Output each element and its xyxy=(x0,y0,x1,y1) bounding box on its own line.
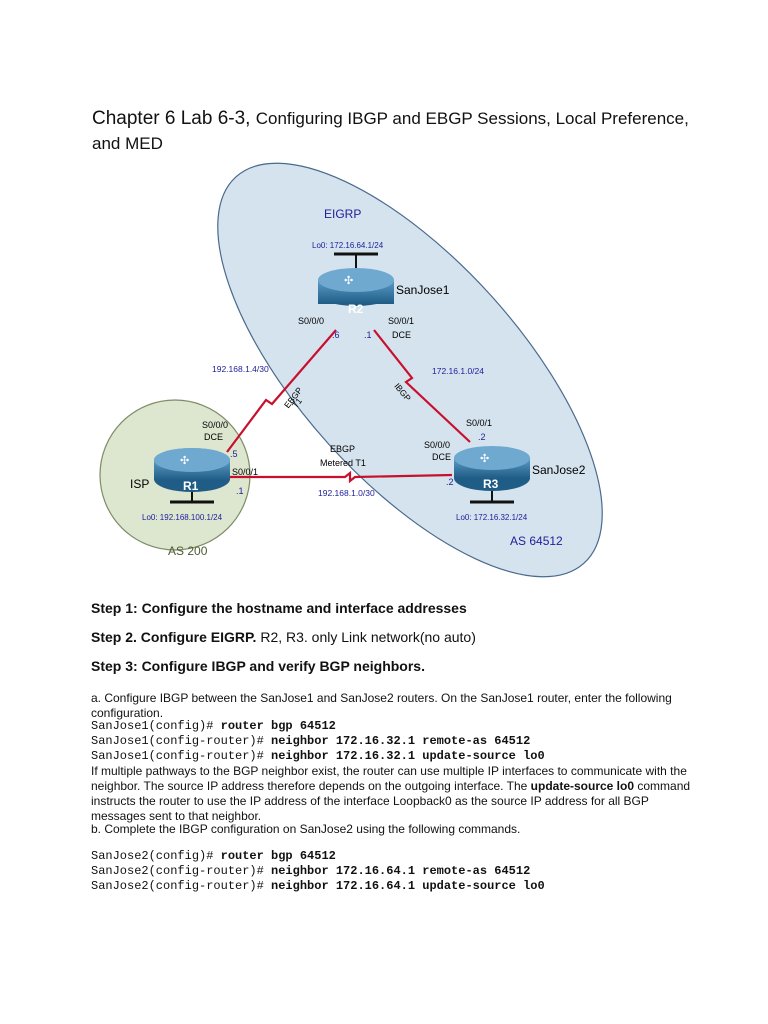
chapter-label: Chapter 6 Lab 6-3, xyxy=(92,108,256,129)
eigrp-label: EIGRP xyxy=(324,207,361,221)
code-line: SanJose1(config-router)# neighbor 172.16… xyxy=(91,749,545,763)
r2-dce: DCE xyxy=(392,330,411,340)
step-3-heading: Step 3: Configure IBGP and verify BGP ne… xyxy=(91,658,425,674)
r2-ip6: .6 xyxy=(332,330,340,340)
router-r3[interactable]: ✣ R3 xyxy=(454,446,530,491)
r2-ip1: .1 xyxy=(364,330,372,340)
link-r1-r2 xyxy=(226,329,337,453)
step-2-heading: Step 2. Configure EIGRP. R2, R3. only Li… xyxy=(91,629,476,645)
r3-dce: DCE xyxy=(432,452,451,462)
step-2-bold: Step 2. Configure EIGRP. xyxy=(91,629,257,645)
explanation-paragraph: If multiple pathways to the BGP neighbor… xyxy=(91,764,691,824)
r3-s000: S0/0/0 xyxy=(424,440,450,450)
page-title: Chapter 6 Lab 6-3, Configuring IBGP and … xyxy=(92,106,712,156)
link-r2-r3 xyxy=(373,329,471,443)
instruction-a: a. Configure IBGP between the SanJose1 a… xyxy=(91,691,672,720)
r3-ip2a: .2 xyxy=(478,432,486,442)
code-line: SanJose1(config)# router bgp 64512 xyxy=(91,719,336,733)
lab-title: Configuring IBGP and EBGP Sessions, Loca… xyxy=(92,109,689,153)
r1-loopback: Lo0: 192.168.100.1/24 xyxy=(142,513,223,522)
code-line: SanJose1(config-router)# neighbor 172.16… xyxy=(91,734,531,748)
r2-name: R2 xyxy=(348,302,364,316)
explanation-text: If multiple pathways to the BGP neighbor… xyxy=(91,764,687,793)
code-line: SanJose2(config-router)# neighbor 172.16… xyxy=(91,864,531,878)
r2r3-network: 172.16.1.0/24 xyxy=(432,366,484,376)
update-source-term: update-source lo0 xyxy=(530,779,635,793)
r1-s001: S0/0/1 xyxy=(232,467,258,477)
as200-label: AS 200 xyxy=(168,544,208,558)
router-r1[interactable]: ✣ R1 xyxy=(154,448,230,493)
r3-ip2b: .2 xyxy=(446,477,454,487)
r1-name: R1 xyxy=(183,479,199,493)
r3-s001: S0/0/1 xyxy=(466,418,492,428)
r2-hostname: SanJose1 xyxy=(396,283,450,297)
code-line: SanJose2(config-router)# neighbor 172.16… xyxy=(91,879,545,893)
step-1-heading: Step 1: Configure the hostname and inter… xyxy=(91,600,467,616)
r1r2-network: 192.168.1.4/30 xyxy=(212,364,269,374)
r1-s000: S0/0/0 xyxy=(202,420,228,430)
code-line: SanJose2(config)# router bgp 64512 xyxy=(91,849,336,863)
r1r3-type1: EBGP xyxy=(330,444,355,454)
r2-loopback: Lo0: 172.16.64.1/24 xyxy=(312,241,384,250)
router-r2[interactable]: ✣ R2 xyxy=(318,268,394,316)
router-icon: ✣ xyxy=(344,275,353,287)
instruction-b: b. Complete the IBGP configuration on Sa… xyxy=(91,822,521,836)
r1-dce: DCE xyxy=(204,432,223,442)
r3-name: R3 xyxy=(483,477,499,491)
r1-hostname: ISP xyxy=(130,477,149,491)
step-2-rest: R2, R3. only Link network(no auto) xyxy=(256,629,476,645)
router-icon: ✣ xyxy=(180,455,189,467)
r1-ip5: .5 xyxy=(230,449,238,459)
as64512-label: AS 64512 xyxy=(510,534,563,548)
router-icon: ✣ xyxy=(480,453,489,465)
explanation-text-2: command instructs the router to use the … xyxy=(91,779,691,823)
r1r3-type2: Metered T1 xyxy=(320,458,366,468)
network-topology-diagram: EIGRP AS 200 AS 64512 ✣ R2 Lo0: 172.16.6… xyxy=(99,162,603,578)
r1r3-network: 192.168.1.0/30 xyxy=(318,488,375,498)
r2-s001: S0/0/1 xyxy=(388,316,414,326)
r3-hostname: SanJose2 xyxy=(532,463,586,477)
r2-s000: S0/0/0 xyxy=(298,316,324,326)
link-r1-r3 xyxy=(230,470,453,484)
r3-loopback: Lo0: 172.16.32.1/24 xyxy=(456,513,528,522)
r1-ip1: .1 xyxy=(236,486,244,496)
